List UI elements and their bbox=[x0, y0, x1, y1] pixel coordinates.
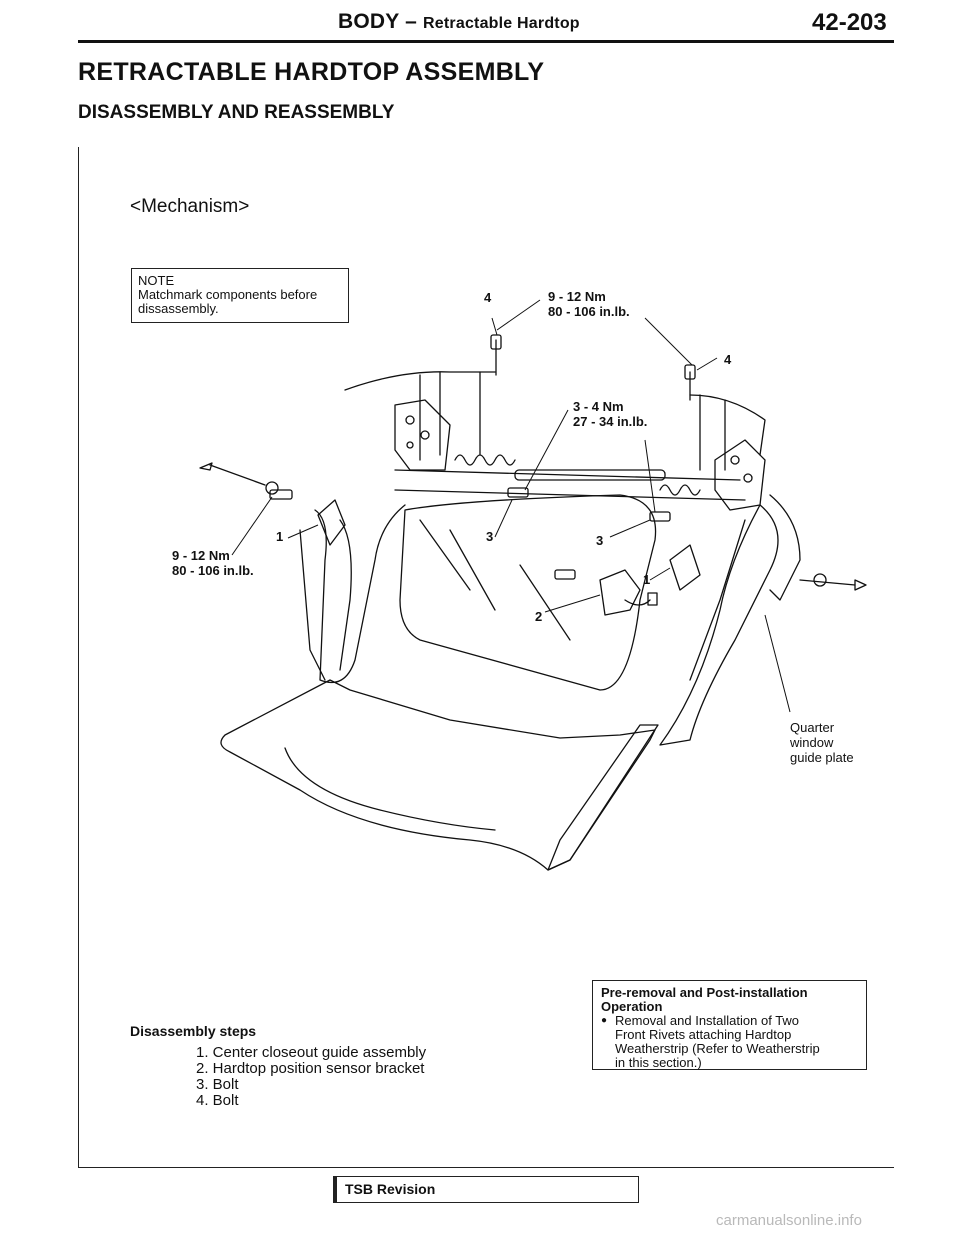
watermark: carmanualsonline.info bbox=[716, 1212, 862, 1229]
subsection-name: Retractable Hardtop bbox=[423, 15, 580, 32]
disassembly-title: Disassembly steps bbox=[130, 1023, 257, 1039]
top-frame-right bbox=[689, 394, 766, 456]
callout-4-right: 4 bbox=[724, 352, 732, 367]
callout-4-top: 4 bbox=[484, 290, 492, 305]
closeout-guide-right bbox=[669, 544, 701, 591]
right-hinge-bracket bbox=[714, 439, 766, 511]
torque-left-inlb: 80 - 106 in.lb. bbox=[172, 563, 254, 578]
quarter-window-label-2: window bbox=[789, 735, 834, 750]
top-frame-left bbox=[344, 371, 496, 391]
pre-removal-line: in this section.) bbox=[615, 1055, 702, 1070]
bolt-center bbox=[507, 487, 529, 498]
frame-bottom-rule bbox=[78, 1167, 894, 1168]
step-item: 4. Bolt bbox=[196, 1092, 239, 1109]
callout-1-left: 1 bbox=[276, 529, 283, 544]
mechanism-label: <Mechanism> bbox=[130, 196, 250, 217]
disassembly-steps-list: 1. Center closeout guide assembly 2. Har… bbox=[196, 1045, 426, 1109]
left-hinge-bracket bbox=[394, 399, 451, 471]
cylinder bbox=[514, 469, 666, 481]
frame-left-rule bbox=[78, 147, 79, 1167]
left-pillar bbox=[314, 504, 406, 684]
callout-2: 2 bbox=[535, 609, 542, 624]
torque-top-nm: 9 - 12 Nm bbox=[548, 289, 606, 304]
window-opening bbox=[399, 494, 657, 691]
tray-inner-edge bbox=[284, 747, 496, 831]
bolt-top-left bbox=[490, 334, 502, 376]
callout-3-right: 3 bbox=[596, 533, 603, 548]
step-item: 2. Hardtop position sensor bracket bbox=[196, 1060, 425, 1077]
right-pillar-inner bbox=[689, 519, 746, 681]
spring-left bbox=[454, 454, 516, 466]
window-inner-line-3 bbox=[449, 529, 496, 611]
pre-removal-line: Front Rivets attaching Hardtop bbox=[615, 1027, 792, 1042]
torque-mid-nm: 3 - 4 Nm bbox=[573, 399, 624, 414]
callout-1-right: 1 bbox=[643, 572, 650, 587]
quarter-window-label-1: Quarter bbox=[790, 720, 835, 735]
page-number: 42-203 bbox=[812, 9, 887, 36]
torque-top-inlb: 80 - 106 in.lb. bbox=[548, 304, 630, 319]
note-text: Matchmark components before dissassembly… bbox=[138, 287, 318, 316]
callout-3-left: 3 bbox=[486, 529, 493, 544]
pre-removal-box: Pre-removal and Post-installation Operat… bbox=[592, 980, 867, 1070]
tsb-revision-box: TSB Revision bbox=[333, 1176, 639, 1203]
rear-crossbar bbox=[394, 469, 741, 481]
bolt-left-side bbox=[269, 489, 293, 500]
step-item: 1. Center closeout guide assembly bbox=[196, 1044, 427, 1061]
page-title: RETRACTABLE HARDTOP ASSEMBLY bbox=[78, 58, 545, 86]
sensor-bracket bbox=[599, 569, 641, 616]
left-pillar-inner bbox=[339, 519, 352, 671]
spring-right bbox=[659, 484, 701, 496]
right-guide-rod bbox=[799, 579, 856, 586]
tray-rim bbox=[547, 724, 659, 871]
left-guide-rod bbox=[209, 464, 266, 486]
left-pillar-front bbox=[299, 529, 326, 681]
hardtop-mechanism-diagram: 4 9 - 12 Nm 80 - 106 in.lb. 4 3 - 4 Nm 2… bbox=[172, 289, 867, 871]
step-item: 3. Bolt bbox=[196, 1076, 239, 1093]
torque-left-nm: 9 - 12 Nm bbox=[172, 548, 230, 563]
torque-mid-inlb: 27 - 34 in.lb. bbox=[573, 414, 647, 429]
pre-removal-title-2: Operation bbox=[601, 999, 663, 1014]
header-rule bbox=[78, 40, 894, 43]
window-inner-line-2 bbox=[519, 564, 571, 641]
bolt-right-center bbox=[649, 511, 671, 522]
window-inner-line-1 bbox=[419, 519, 471, 591]
right-panel bbox=[769, 494, 801, 601]
pre-removal-line: Weatherstrip (Refer to Weatherstrip bbox=[615, 1041, 820, 1056]
bolt-top-right bbox=[684, 364, 696, 401]
page-subtitle: DISASSEMBLY AND REASSEMBLY bbox=[78, 102, 395, 123]
tray-outline bbox=[220, 679, 656, 871]
right-pillar bbox=[659, 504, 779, 746]
pre-removal-line: Removal and Installation of Two bbox=[615, 1013, 800, 1028]
section-name: BODY – bbox=[338, 10, 424, 33]
bolt-lower-center bbox=[554, 569, 576, 580]
note-heading: NOTE bbox=[138, 273, 175, 288]
section-header: BODY – Retractable Hardtop bbox=[338, 10, 580, 34]
pre-removal-title-1: Pre-removal and Post-installation bbox=[601, 985, 808, 1000]
quarter-window-label-3: guide plate bbox=[790, 750, 854, 765]
rear-crossbar-lower bbox=[394, 489, 746, 501]
pre-removal-bullet: Removal and Installation of Two Front Ri… bbox=[601, 1014, 858, 1070]
closeout-guide-left bbox=[317, 499, 346, 546]
note-box: NOTE Matchmark components before dissass… bbox=[131, 268, 349, 323]
